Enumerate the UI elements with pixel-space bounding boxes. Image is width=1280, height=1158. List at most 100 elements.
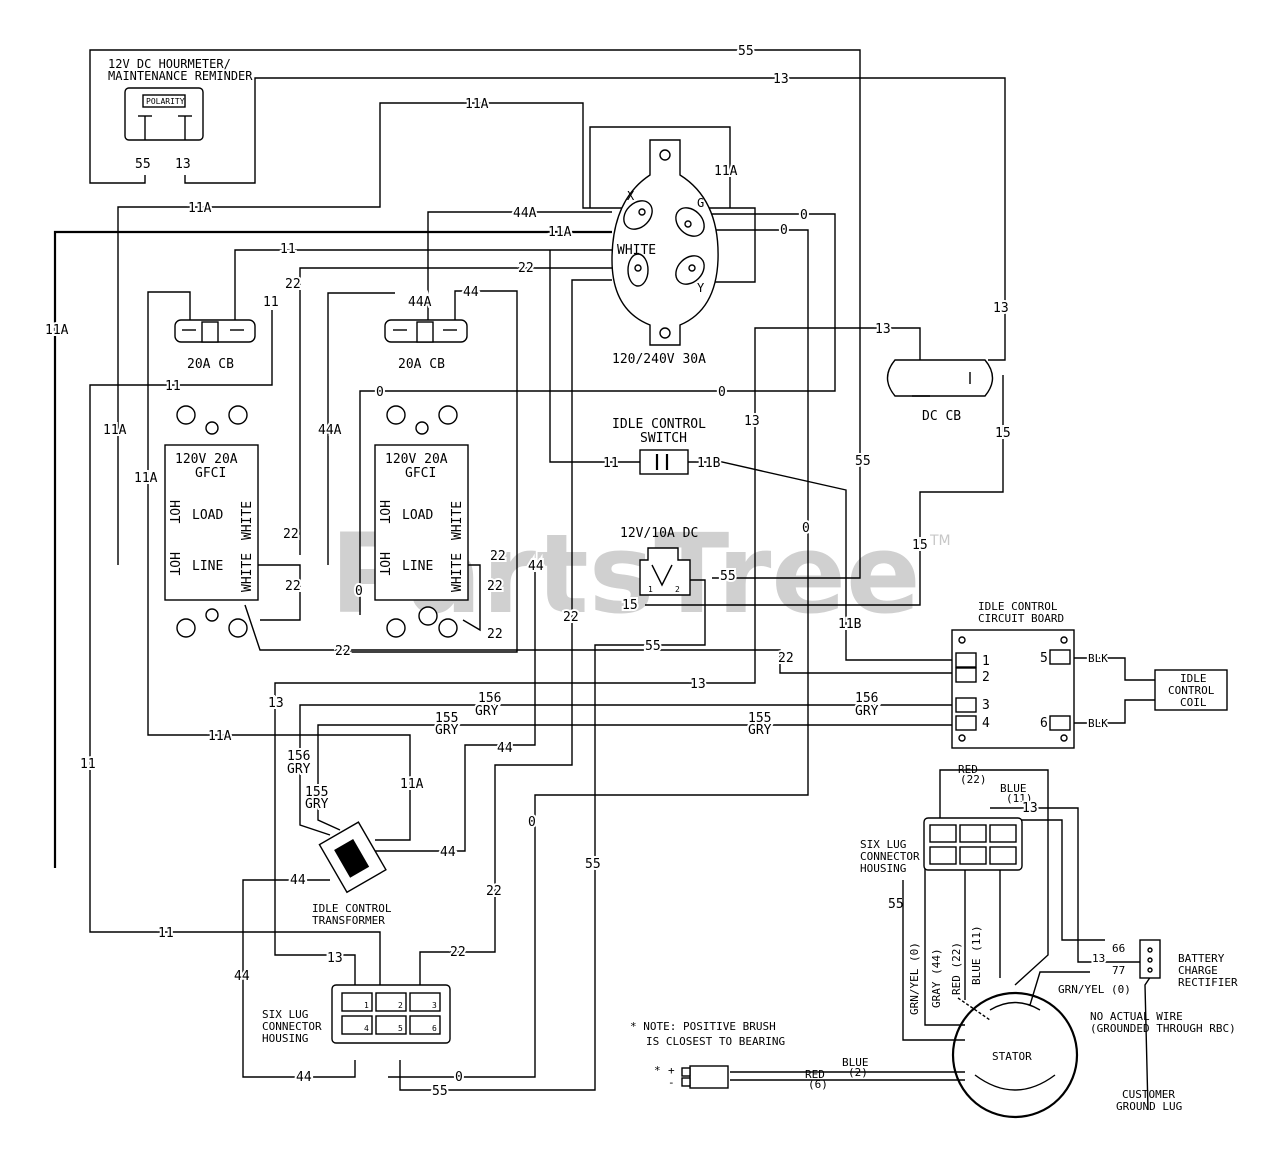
wire-0-g1: 0 bbox=[800, 208, 808, 223]
wire-labels: 55 13 11A 11A 44A 11A 11A 0 0 11 22 22 1… bbox=[43, 42, 1040, 1101]
ground-1: NO ACTUAL WIRE bbox=[1090, 1010, 1183, 1023]
wire-22-lug: 22 bbox=[450, 945, 466, 960]
wire-155-left: 155 bbox=[435, 711, 458, 726]
wire-0-vertical: 0 bbox=[802, 521, 810, 536]
stator-blue: BLUE (11) bbox=[970, 925, 983, 985]
rectifier-1: BATTERY bbox=[1178, 952, 1225, 965]
right-lug-blue-n: (11) bbox=[1006, 792, 1033, 805]
stator-55: 55 bbox=[888, 897, 904, 912]
wire-55-dc: 55 bbox=[720, 569, 736, 584]
idle-board-pin-1: 1 bbox=[982, 654, 990, 669]
wire-15-right: 15 bbox=[995, 426, 1011, 441]
wire-13-top: 13 bbox=[773, 72, 789, 87]
gfci-left-load: LOAD bbox=[192, 508, 223, 523]
wire-22-gfci-line: 22 bbox=[285, 579, 301, 594]
ground-2: (GROUNDED THROUGH RBC) bbox=[1090, 1022, 1236, 1035]
ground-notes: NO ACTUAL WIRE (GROUNDED THROUGH RBC) CU… bbox=[1090, 1010, 1236, 1113]
gfci-mid-title-2: GFCI bbox=[405, 466, 436, 481]
dc-outlet-pin-2: 2 bbox=[675, 585, 680, 594]
gfci-mid-hot-line: HOT bbox=[376, 552, 391, 576]
wire-11b-board: 11B bbox=[838, 617, 862, 632]
wire-22-board: 22 bbox=[778, 651, 794, 666]
gfci-mid-title-1: 120V 20A bbox=[385, 452, 448, 467]
wire-22-mid-2: 22 bbox=[487, 579, 503, 594]
wire-22-gfci-load: 22 bbox=[283, 527, 299, 542]
six-lug-right: RED (22) BLUE (11) SIX LUG CONNECTOR HOU… bbox=[860, 763, 1033, 875]
wire-13-board: 13 bbox=[690, 677, 706, 692]
wire-11-far-left: 11 bbox=[80, 757, 96, 772]
wire-55-vertical: 55 bbox=[585, 857, 601, 872]
wire-55-bottom: 55 bbox=[432, 1084, 448, 1099]
wire-156-gry-right: GRY bbox=[855, 704, 879, 719]
wire-55-lower: 55 bbox=[645, 639, 661, 654]
wire-155-gry-right: GRY bbox=[748, 723, 772, 738]
idle-coil: IDLE CONTROL COIL bbox=[1154, 669, 1228, 711]
wire-44-left-vert: 44 bbox=[234, 969, 250, 984]
idle-board: IDLE CONTROL CIRCUIT BOARD 1 2 3 4 5 6 B… bbox=[951, 600, 1110, 749]
stator-grn: GRN/YEL (0) bbox=[908, 942, 921, 1015]
wire-44-trans: 44 bbox=[440, 845, 456, 860]
idle-board-pin-6: 6 bbox=[1040, 716, 1048, 731]
gfci-left: 120V 20A GFCI LOAD LINE HOT HOT WHITE WH… bbox=[164, 405, 259, 638]
wire-0-lower: 0 bbox=[528, 815, 536, 830]
ground-4: GROUND LUG bbox=[1116, 1100, 1182, 1113]
wire-11-gfci: 11 bbox=[165, 379, 181, 394]
gfci-left-hot-line: HOT bbox=[166, 552, 181, 576]
six-lug-left: 1 2 3 4 5 6 SIX LUG CONNECTOR HOUSING bbox=[262, 984, 451, 1045]
wire-11a-mid: 11A bbox=[548, 225, 572, 240]
idle-coil-2: CONTROL bbox=[1168, 684, 1215, 697]
wire-11a-far-left: 11A bbox=[45, 323, 69, 338]
wire-11a-left: 11A bbox=[188, 201, 212, 216]
wire-13-lug-right: 13 bbox=[1022, 801, 1038, 816]
wire-11a-trans: 11A bbox=[400, 777, 424, 792]
rectifier-13: 13 bbox=[1092, 952, 1105, 965]
left-lug-pin-6: 6 bbox=[432, 1024, 437, 1033]
wire-0-mid: 0 bbox=[718, 385, 726, 400]
idle-coil-1: IDLE bbox=[1180, 672, 1207, 685]
idle-board-pin-4: 4 bbox=[982, 716, 990, 731]
wire-44a-cb: 44A bbox=[408, 295, 432, 310]
wire-11-cb: 11 bbox=[263, 295, 279, 310]
idle-board-pin-5: 5 bbox=[1040, 651, 1048, 666]
wire-44-lower: 44 bbox=[497, 741, 513, 756]
stator-red: RED (22) bbox=[950, 942, 963, 995]
brush-star: * bbox=[654, 1064, 661, 1077]
wire-44a-gfci: 44A bbox=[318, 423, 342, 438]
dc-outlet-label: 12V/10A DC bbox=[620, 526, 698, 541]
receptacle-label: 120/240V 30A bbox=[612, 352, 706, 367]
stator: STATOR GRN/YEL (0) GRAY (44) RED (22) BL… bbox=[888, 897, 1079, 1119]
right-lug-red: RED bbox=[958, 763, 978, 776]
note-2: IS CLOSEST TO BEARING bbox=[646, 1035, 785, 1048]
gfci-left-white-load: WHITE bbox=[240, 501, 255, 540]
rectifier-66: 66 bbox=[1112, 942, 1125, 955]
hourmeter: POLARITY 12V DC HOURMETER/ MAINTENANCE R… bbox=[108, 57, 253, 172]
wire-11a-top: 11A bbox=[465, 97, 489, 112]
wire-22-vertical-2: 22 bbox=[563, 610, 579, 625]
idle-board-title-2: CIRCUIT BOARD bbox=[978, 612, 1064, 625]
left-lug-title-1: SIX LUG bbox=[262, 1008, 308, 1021]
gfci-mid-line: LINE bbox=[402, 559, 433, 574]
wire-11a-lower: 11A bbox=[208, 729, 232, 744]
left-lug-title-2: CONNECTOR bbox=[262, 1020, 322, 1033]
gfci-left-hot-load: HOT bbox=[166, 500, 181, 524]
wire-156-gry-left: GRY bbox=[475, 704, 499, 719]
brush-red-n: (6) bbox=[808, 1078, 828, 1091]
wire-156-right: 156 bbox=[855, 691, 878, 706]
wire-22-mid-3: 22 bbox=[487, 627, 503, 642]
cb-left-label: 20A CB bbox=[187, 357, 234, 372]
wire-22-mid-1: 22 bbox=[490, 549, 506, 564]
receptacle-g: G bbox=[697, 196, 704, 210]
cb-mid: 20A CB bbox=[384, 319, 468, 372]
brush-red: RED bbox=[805, 1068, 825, 1081]
wire-15-dc: 15 bbox=[622, 598, 638, 613]
wire-15-mid: 15 bbox=[912, 538, 928, 553]
left-lug-pin-4: 4 bbox=[364, 1024, 369, 1033]
right-lug-red-n: (22) bbox=[960, 773, 987, 786]
left-lug-pin-2: 2 bbox=[398, 1001, 403, 1010]
wire-11a-gfci: 11A bbox=[103, 423, 127, 438]
gfci-mid-hot-load: HOT bbox=[376, 500, 391, 524]
wire-156-gry-trans: GRY bbox=[287, 762, 311, 777]
right-lug-blue: BLUE bbox=[1000, 782, 1027, 795]
gfci-mid-white-line: WHITE bbox=[450, 553, 465, 592]
